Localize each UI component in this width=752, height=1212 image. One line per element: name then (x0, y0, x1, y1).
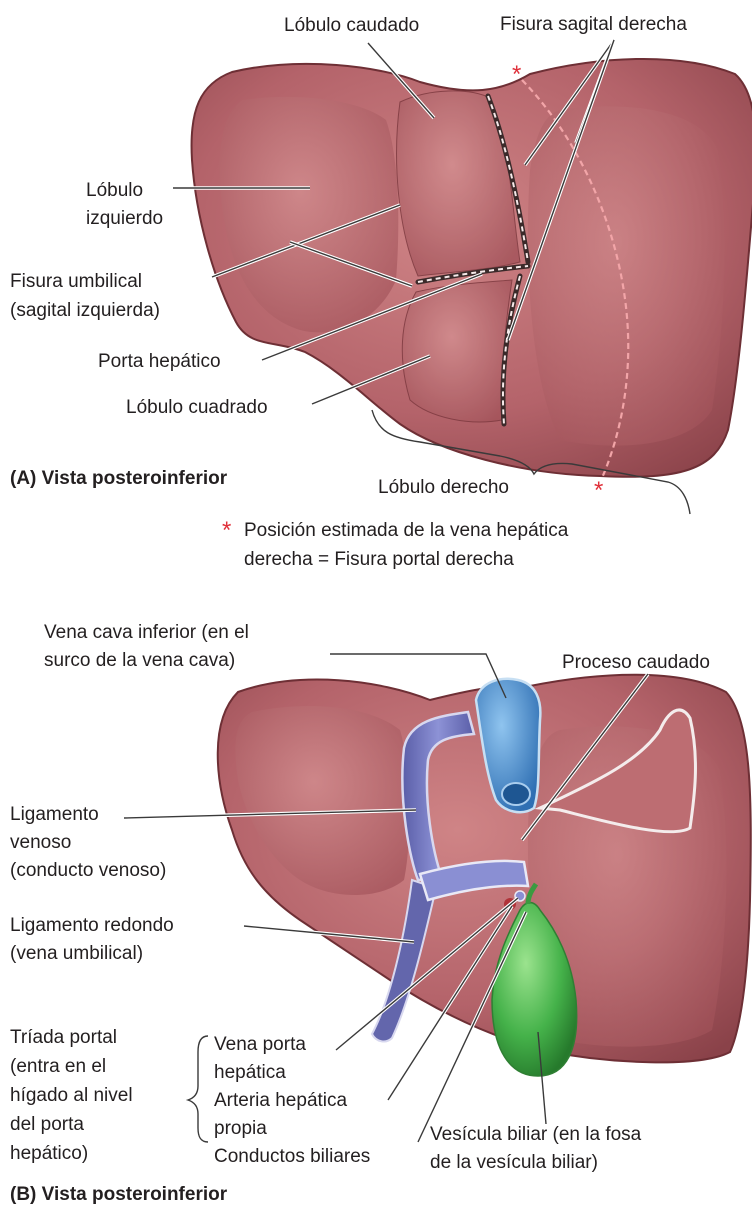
label-portal-vein-1: Vena porta (214, 1034, 306, 1055)
label-ivc-1: Vena cava inferior (en el (44, 622, 249, 643)
label-portal-vein-2: hepática (214, 1062, 286, 1083)
label-portal-triad-5: hepático) (10, 1143, 88, 1164)
note-line-1: Posición estimada de la vena hepática (244, 520, 569, 541)
label-right-lobe: Lóbulo derecho (378, 477, 509, 498)
label-gallbladder-2: de la vesícula biliar) (430, 1152, 598, 1173)
label-ligamentum-venosum-3: (conducto venoso) (10, 860, 166, 881)
note-line-2: derecha = Fisura portal derecha (244, 549, 514, 570)
label-portal-triad-3: hígado al nivel (10, 1085, 133, 1106)
note-star: * (222, 517, 231, 544)
label-ligamentum-venosum-2: venoso (10, 832, 71, 853)
label-portal-triad-1: Tríada portal (10, 1027, 117, 1048)
label-right-sagittal-fissure: Fisura sagital derecha (500, 14, 687, 35)
ivc-opening (502, 783, 530, 805)
label-umbilical-fissure-2: (sagital izquierda) (10, 300, 160, 321)
label-portal-triad-2: (entra en el (10, 1056, 106, 1077)
label-gallbladder-1: Vesícula biliar (en la fosa (430, 1124, 642, 1145)
label-round-ligament-2: (vena umbilical) (10, 943, 143, 964)
title-panel-a: (A) Vista posteroinferior (10, 468, 228, 489)
star-marker-bottom: * (594, 477, 603, 504)
star-marker-top: * (512, 61, 521, 88)
brace-portal-triad (188, 1036, 208, 1142)
label-quadrate-lobe: Lóbulo cuadrado (126, 397, 268, 418)
label-porta-hepatis: Porta hepático (98, 351, 221, 372)
label-ivc-2: surco de la vena cava) (44, 650, 235, 671)
right-lobe-a (528, 106, 725, 445)
label-portal-triad-4: del porta (10, 1114, 84, 1135)
title-panel-b: (B) Vista posteroinferior (10, 1184, 228, 1205)
panel-a: * * Lóbulo caudado Fisura sagital derech… (10, 14, 752, 570)
panel-b: Vena cava inferior (en el surco de la ve… (10, 622, 751, 1205)
label-left-lobe-2: izquierdo (86, 208, 163, 229)
label-caudate-process: Proceso caudado (562, 652, 710, 673)
label-bile-ducts: Conductos biliares (214, 1146, 370, 1167)
label-hepatic-artery-2: propia (214, 1118, 267, 1139)
label-hepatic-artery-1: Arteria hepática (214, 1090, 348, 1111)
label-caudate-lobe: Lóbulo caudado (284, 15, 419, 36)
label-ligamentum-venosum-1: Ligamento (10, 804, 99, 825)
quadrate-lobe-a (402, 280, 512, 422)
label-left-lobe-1: Lóbulo (86, 180, 143, 201)
label-umbilical-fissure-1: Fisura umbilical (10, 271, 142, 292)
label-round-ligament-1: Ligamento redondo (10, 915, 174, 936)
